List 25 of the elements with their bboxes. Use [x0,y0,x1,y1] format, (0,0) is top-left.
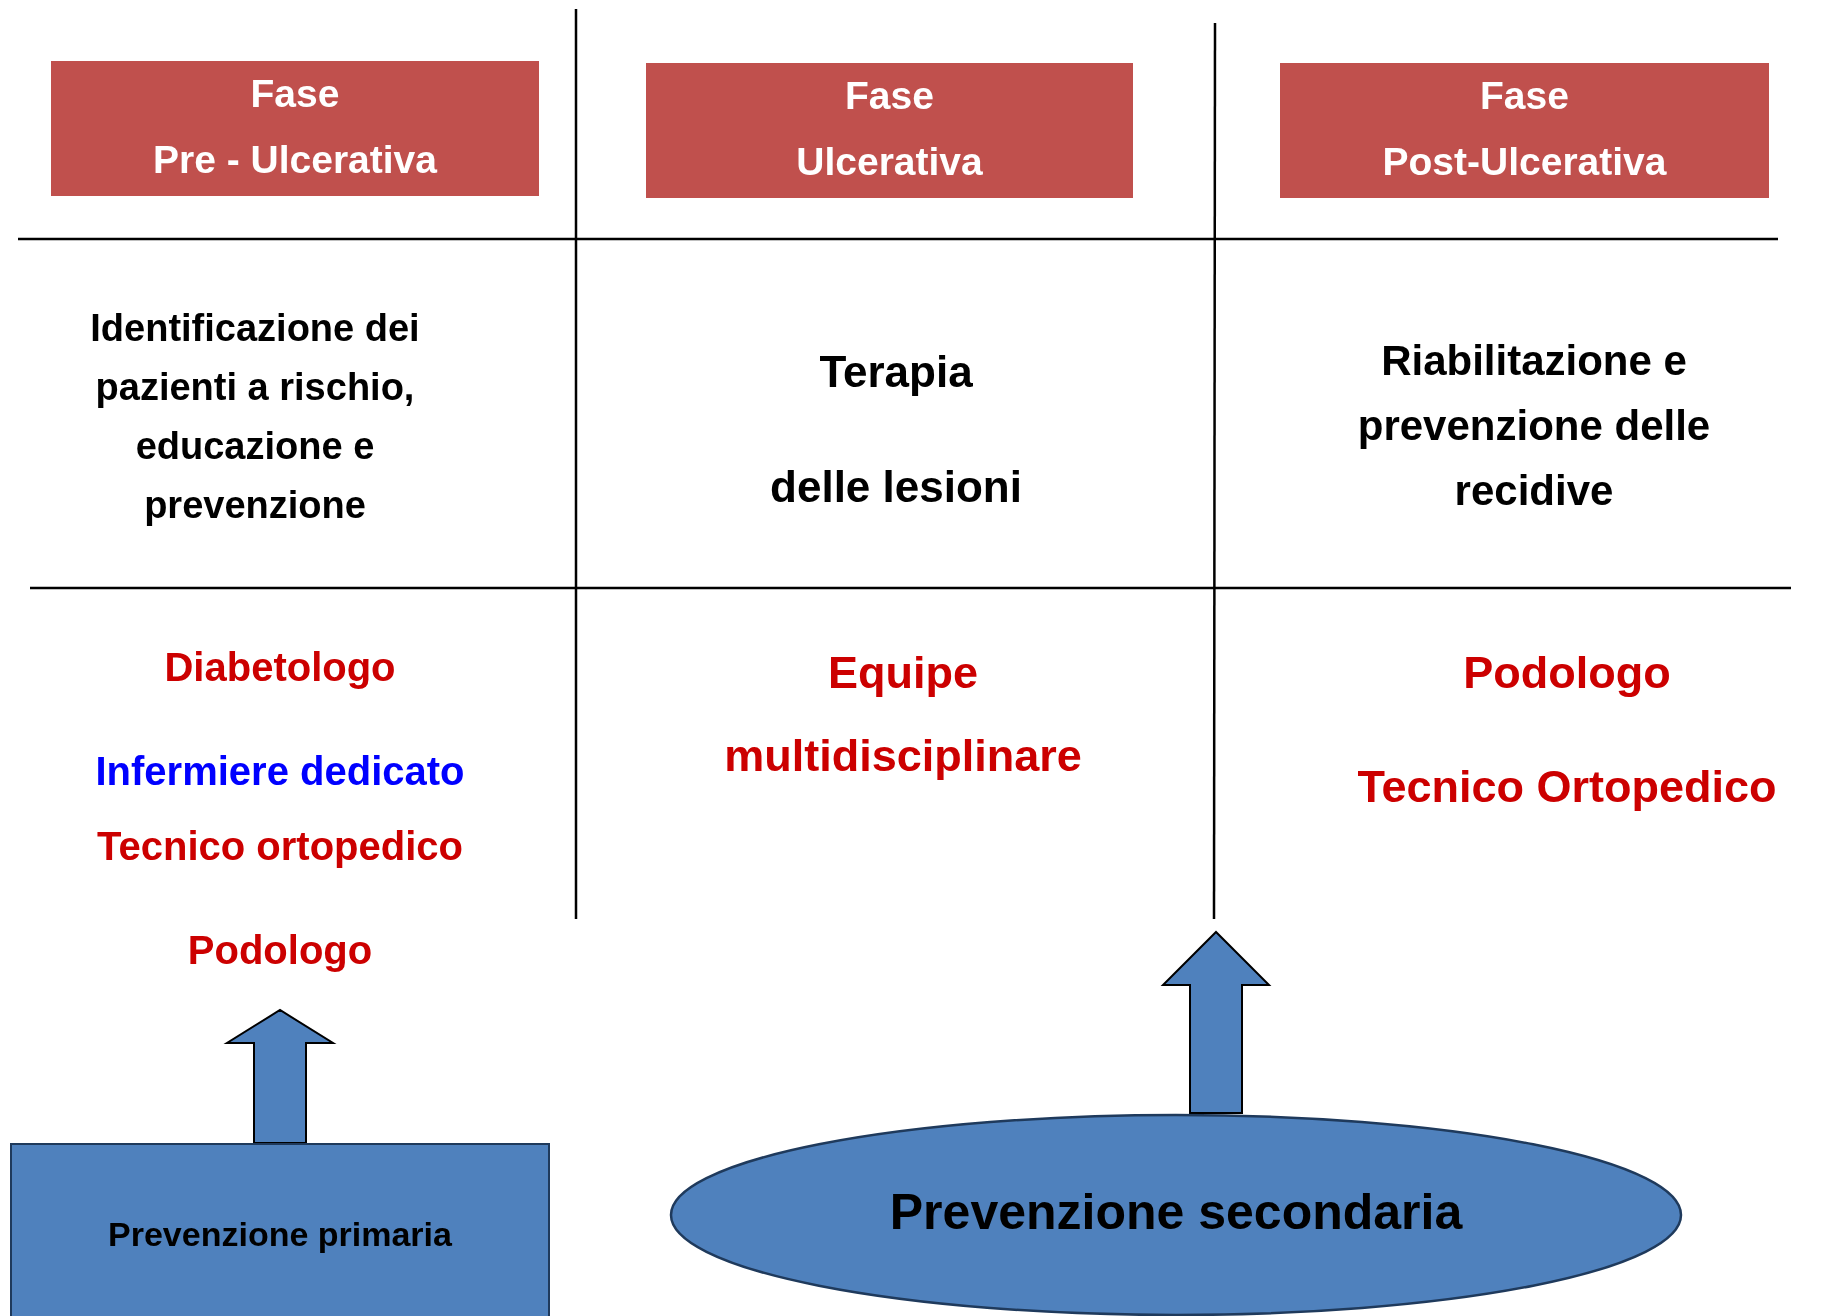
phase-header [51,61,539,196]
prevention-box [10,1143,550,1316]
header-text: Fase [249,71,341,117]
header-text: Post-Ulcerativa [1382,139,1667,186]
phase-header [646,63,1133,198]
ellipse-label: Prevenzione secondaria [889,1183,1463,1241]
block-arrow [1160,930,1272,1114]
professional-name: Tecnico Ortopedico [1356,760,1778,814]
professional-name: Diabetologo [163,644,397,691]
phase-description: Identificazione dei pazienti a rischio, educazione e prevenzione [89,306,421,528]
professional-name: Equipe multidisciplinare [723,645,1083,783]
header-text: Fase [1479,73,1570,119]
professional-name: Tecnico ortopedico [96,823,464,870]
professional-name: Infermiere dedicato [94,748,466,795]
header-text: Fase [844,73,935,119]
phase-header [1280,63,1769,198]
professional-name: Podologo [186,927,374,974]
block-arrow [223,1008,337,1144]
professional-name: Podologo [1462,646,1672,700]
phase-description: delle lesioni [769,460,1023,513]
phase-description: Terapia [818,345,974,398]
phase-description: Riabilitazione e prevenzione delle recidive [1356,336,1712,517]
header-text: Ulcerativa [796,139,983,186]
header-text: Pre - Ulcerativa [153,137,437,184]
box-label: Prevenzione primaria [108,1215,452,1254]
